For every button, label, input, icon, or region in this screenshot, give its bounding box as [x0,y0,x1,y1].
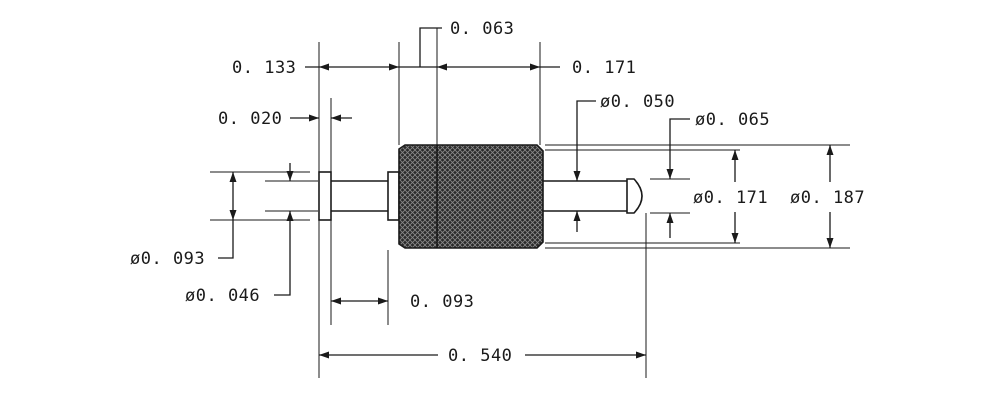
collar [387,171,400,221]
dim-label-0063: 0. 063 [450,19,514,39]
dim-label-0133: 0. 133 [232,58,296,78]
extension-lines [210,28,850,378]
dim-label-0093: 0. 093 [410,292,474,312]
part-outline [318,144,643,249]
dim-label-0020: 0. 020 [218,109,282,129]
dim-label-dia0050: ø0. 050 [600,92,675,112]
dim-label-dia0171: ø0. 171 [693,188,768,208]
dim-label-dia0187: ø0. 187 [790,188,865,208]
dome-tip [626,178,643,214]
dim-label-0540: 0. 540 [448,346,512,366]
dimension-lines [218,27,834,359]
dim-label-dia0065: ø0. 065 [695,110,770,130]
dim-label-dia0093: ø0. 093 [130,249,205,269]
left-flange [318,171,332,221]
knurled-body [398,144,544,249]
dimension-labels: 0. 063 0. 133 0. 171 ø0. 050 ø0. 065 0. … [130,19,865,366]
dim-label-0171: 0. 171 [572,58,636,78]
dim-label-dia0046: ø0. 046 [185,286,260,306]
